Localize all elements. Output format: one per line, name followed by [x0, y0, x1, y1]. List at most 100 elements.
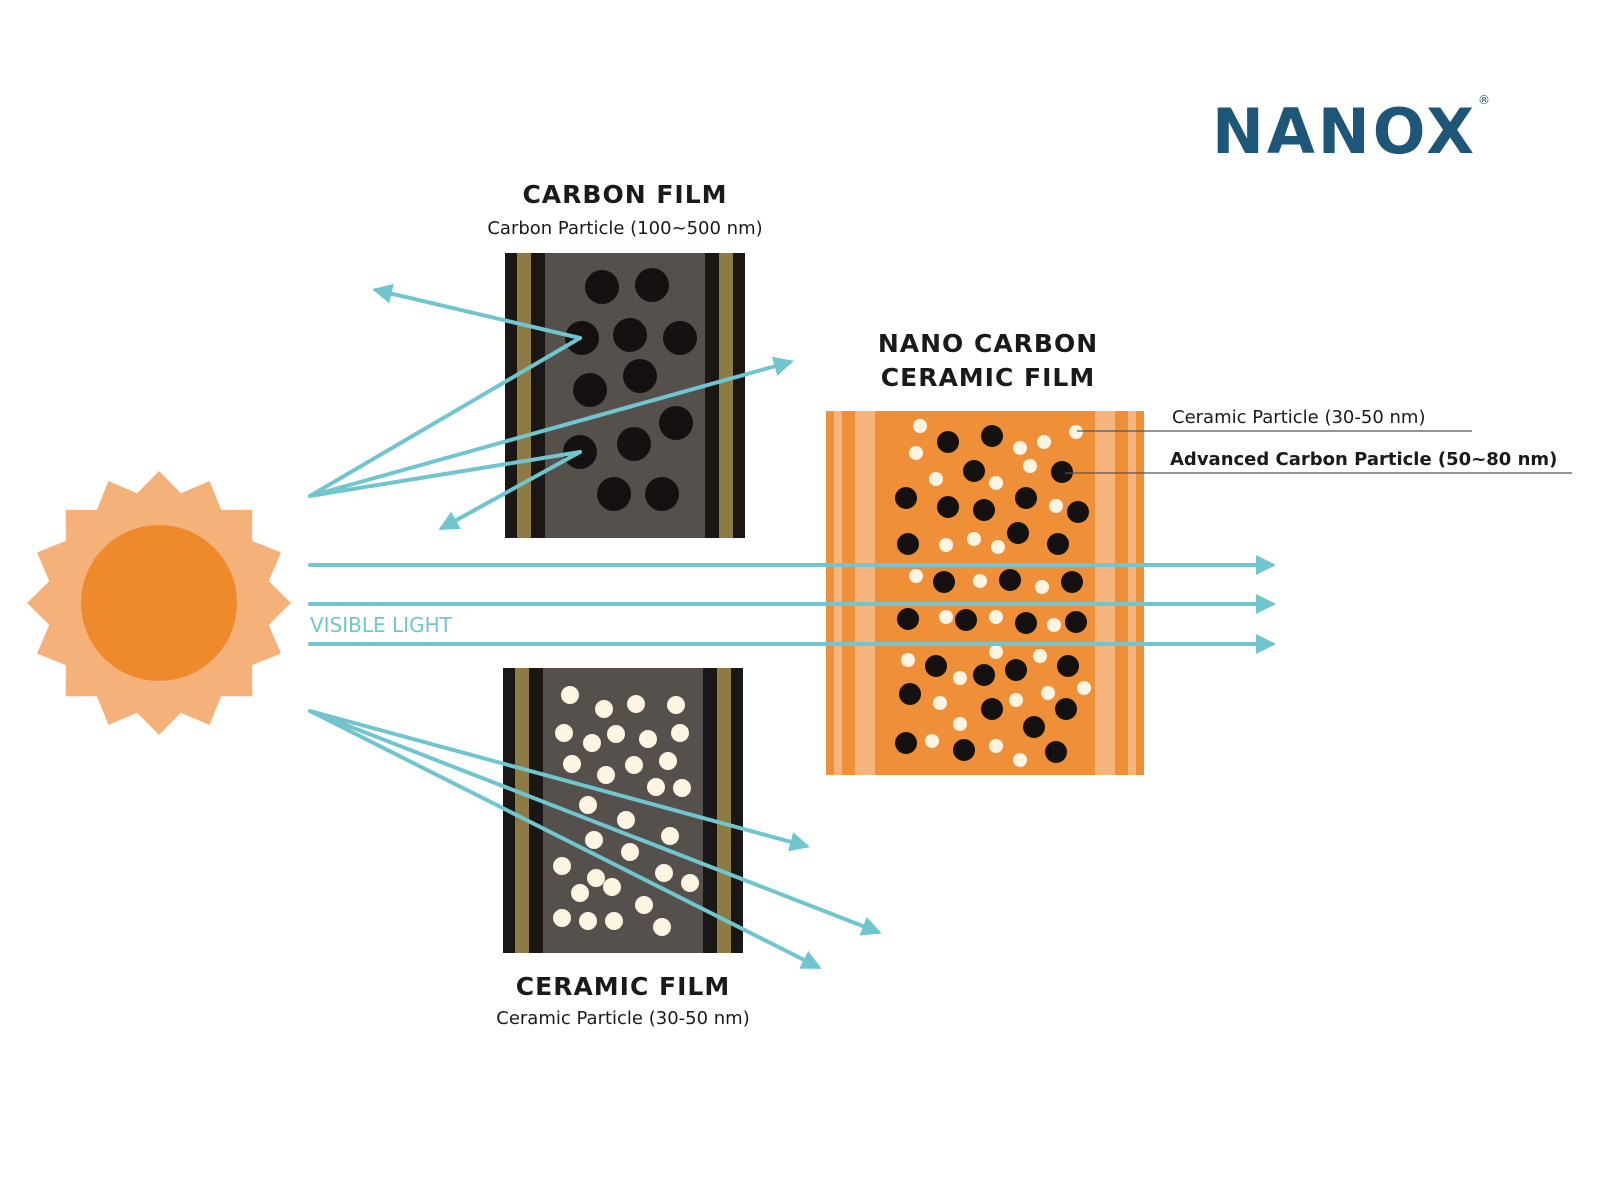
ray-in-carbon-1	[308, 336, 582, 498]
ceramic-particle	[667, 696, 685, 714]
nano-ceramic-particle	[1013, 441, 1027, 455]
ray-reflect-carbon-2	[438, 450, 582, 530]
nano-film-title-line2: CERAMIC FILM	[881, 363, 1095, 392]
carbon-particle	[623, 359, 657, 393]
nano-carbon-particle	[1051, 461, 1073, 483]
nano-ceramic-particle	[989, 610, 1003, 624]
carbon-particle	[659, 406, 693, 440]
ceramic-film-edge-right	[731, 668, 743, 953]
carbon-film-title: CARBON FILM	[522, 180, 727, 209]
ceramic-particle	[553, 909, 571, 927]
nano-carbon-particle	[981, 698, 1003, 720]
carbon-film-stripe-right	[719, 253, 733, 538]
ceramic-particle	[617, 811, 635, 829]
nano-ceramic-particle	[989, 739, 1003, 753]
nano-ceramic-particle	[1047, 618, 1061, 632]
nano-carbon-particle	[1047, 533, 1069, 555]
nano-carbon-particle	[999, 569, 1021, 591]
nano-carbon-particle	[1057, 655, 1079, 677]
nano-film-stripe-left-2	[855, 411, 875, 775]
nano-ceramic-particle	[1013, 753, 1027, 767]
ceramic-particle	[563, 755, 581, 773]
registered-mark: ®	[1478, 93, 1490, 107]
nano-ceramic-particle	[1077, 681, 1091, 695]
carbon-particle	[613, 318, 647, 352]
nano-carbon-particle	[973, 664, 995, 686]
nano-carbon-particle	[1055, 698, 1077, 720]
ray-in-carbon-2	[308, 450, 582, 498]
callout-ceramic-particle: Ceramic Particle (30-50 nm)	[1077, 407, 1472, 432]
ceramic-particle	[673, 779, 691, 797]
nano-carbon-particle	[981, 425, 1003, 447]
ceramic-particle	[579, 912, 597, 930]
sun-core	[81, 525, 237, 681]
ceramic-particle	[655, 864, 673, 882]
nano-carbon-particle	[1015, 612, 1037, 634]
ceramic-particle	[653, 918, 671, 936]
nano-carbon-particle	[897, 533, 919, 555]
carbon-film-panel	[505, 253, 745, 538]
ceramic-particle	[583, 734, 601, 752]
carbon-particle	[617, 427, 651, 461]
carbon-film-edge-left	[505, 253, 517, 538]
nano-carbon-particle	[925, 655, 947, 677]
nano-carbon-particle	[1015, 487, 1037, 509]
nano-carbon-particle	[899, 683, 921, 705]
nano-ceramic-particle	[925, 734, 939, 748]
nano-ceramic-particle	[1035, 580, 1049, 594]
ceramic-particle	[579, 796, 597, 814]
ceramic-particle	[621, 843, 639, 861]
nano-ceramic-particle	[953, 671, 967, 685]
nano-film-stripe-left-1	[834, 411, 842, 775]
nano-ceramic-particle	[1009, 693, 1023, 707]
ceramic-particle	[571, 884, 589, 902]
ray-ceramic-2	[308, 709, 882, 936]
logo-text: NANOX	[1212, 95, 1477, 168]
nano-ceramic-particle	[939, 610, 953, 624]
nano-carbon-particle	[953, 739, 975, 761]
ray-through-carbon	[308, 356, 794, 498]
nano-ceramic-particle	[989, 645, 1003, 659]
nano-carbon-particle	[933, 571, 955, 593]
carbon-film-edge-left-inner	[531, 253, 545, 538]
carbon-particle	[597, 477, 631, 511]
nano-ceramic-particle	[909, 569, 923, 583]
ray-reflect-carbon-1	[372, 283, 582, 340]
ceramic-particle	[659, 752, 677, 770]
nano-ceramic-particle	[989, 476, 1003, 490]
ray-ceramic-1	[308, 709, 810, 852]
ceramic-particle	[607, 725, 625, 743]
nano-film-stripe-right-1	[1095, 411, 1115, 775]
nano-ceramic-particle	[967, 532, 981, 546]
nano-ceramic-particle	[913, 419, 927, 433]
nano-particles	[895, 419, 1091, 767]
ceramic-film-stripe-right	[717, 668, 731, 953]
carbon-film-subtitle: Carbon Particle (100~500 nm)	[487, 218, 762, 239]
nano-ceramic-particle	[1049, 499, 1063, 513]
ceramic-particle	[625, 756, 643, 774]
nano-film-stripe-right-2	[1128, 411, 1136, 775]
ray-ceramic-3	[308, 709, 822, 969]
carbon-particle	[645, 477, 679, 511]
nano-carbon-particle	[1067, 501, 1089, 523]
nano-ceramic-particle	[1037, 435, 1051, 449]
nano-carbon-particle	[1023, 716, 1045, 738]
carbon-film-edge-right	[733, 253, 745, 538]
ceramic-particle	[639, 730, 657, 748]
ceramic-particle	[585, 831, 603, 849]
nano-carbon-particle	[1065, 611, 1087, 633]
nano-carbon-particle	[963, 460, 985, 482]
ceramic-particle	[661, 827, 679, 845]
carbon-film-edge-right-inner	[705, 253, 719, 538]
ceramic-particle	[647, 778, 665, 796]
nano-carbon-ceramic-film-panel	[826, 411, 1144, 775]
ceramic-particle	[553, 857, 571, 875]
ceramic-particle	[605, 912, 623, 930]
ceramic-particle	[603, 878, 621, 896]
nano-film-title-line1: NANO CARBON	[878, 329, 1098, 358]
light-rays	[308, 283, 1276, 969]
nano-carbon-particle	[895, 487, 917, 509]
nano-ceramic-particle	[901, 653, 915, 667]
callout-advanced-carbon-particle: Advanced Carbon Particle (50~80 nm)	[1065, 449, 1572, 474]
